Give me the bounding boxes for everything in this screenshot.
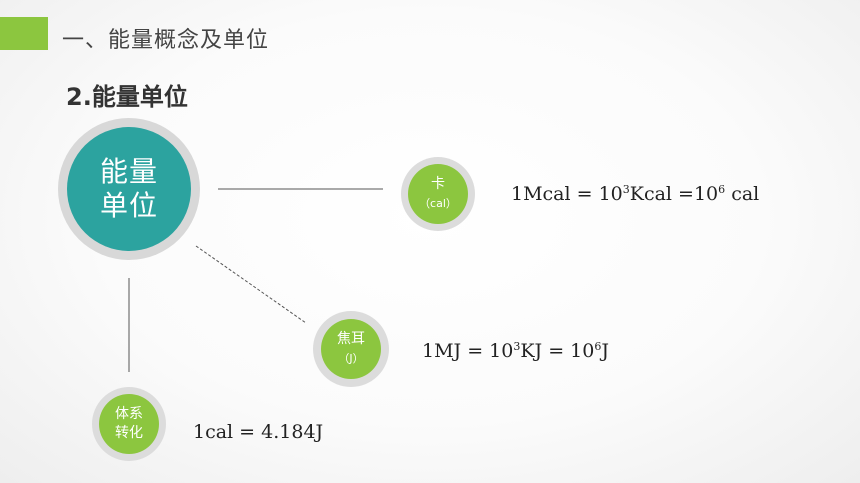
calorie-formula-part2: Kcal =10 (629, 183, 719, 205)
joule-formula-part1: 1MJ = 10 (422, 340, 514, 362)
joule-circle-inner: 焦耳 （J） (321, 319, 381, 379)
conversion-formula: 1cal = 4.184J (193, 421, 324, 443)
calorie-formula-exp2: 6 (718, 183, 726, 196)
accent-bar (0, 17, 48, 50)
connector-joule (195, 245, 307, 324)
conversion-label-line2: 转化 (115, 425, 143, 441)
joule-unit-label: （J） (338, 352, 364, 365)
calorie-circle-inner: 卡 （cal） (408, 164, 468, 224)
joule-formula-exp2: 6 (594, 340, 602, 353)
joule-formula-exp1: 3 (513, 340, 521, 353)
main-circle-label-line1: 能量 (99, 155, 158, 188)
calorie-formula-part1: 1Mcal = 10 (511, 183, 623, 205)
conversion-circle: 体系 转化 (92, 387, 166, 461)
calorie-formula-part3: cal (725, 183, 760, 205)
calorie-unit-label: （cal） (419, 197, 457, 210)
calorie-circle: 卡 （cal） (401, 157, 475, 231)
calorie-label: 卡 (431, 176, 445, 192)
main-circle-label-line2: 单位 (99, 189, 158, 222)
sub-title: 2.能量单位 (66, 83, 188, 111)
joule-formula: 1MJ = 103KJ = 106J (422, 340, 609, 362)
calorie-formula-exp1: 3 (622, 183, 630, 196)
conversion-label-line1: 体系 (115, 406, 143, 422)
energy-unit-main-inner: 能量 单位 (67, 127, 191, 251)
conversion-circle-inner: 体系 转化 (99, 394, 159, 454)
section-title: 一、能量概念及单位 (62, 28, 270, 53)
energy-unit-main-circle: 能量 单位 (58, 118, 200, 260)
joule-formula-part3: J (601, 340, 609, 362)
joule-circle: 焦耳 （J） (313, 311, 389, 387)
joule-label: 焦耳 (337, 331, 365, 347)
joule-formula-part2: KJ = 10 (520, 340, 595, 362)
calorie-formula: 1Mcal = 103Kcal =106 cal (511, 183, 759, 205)
